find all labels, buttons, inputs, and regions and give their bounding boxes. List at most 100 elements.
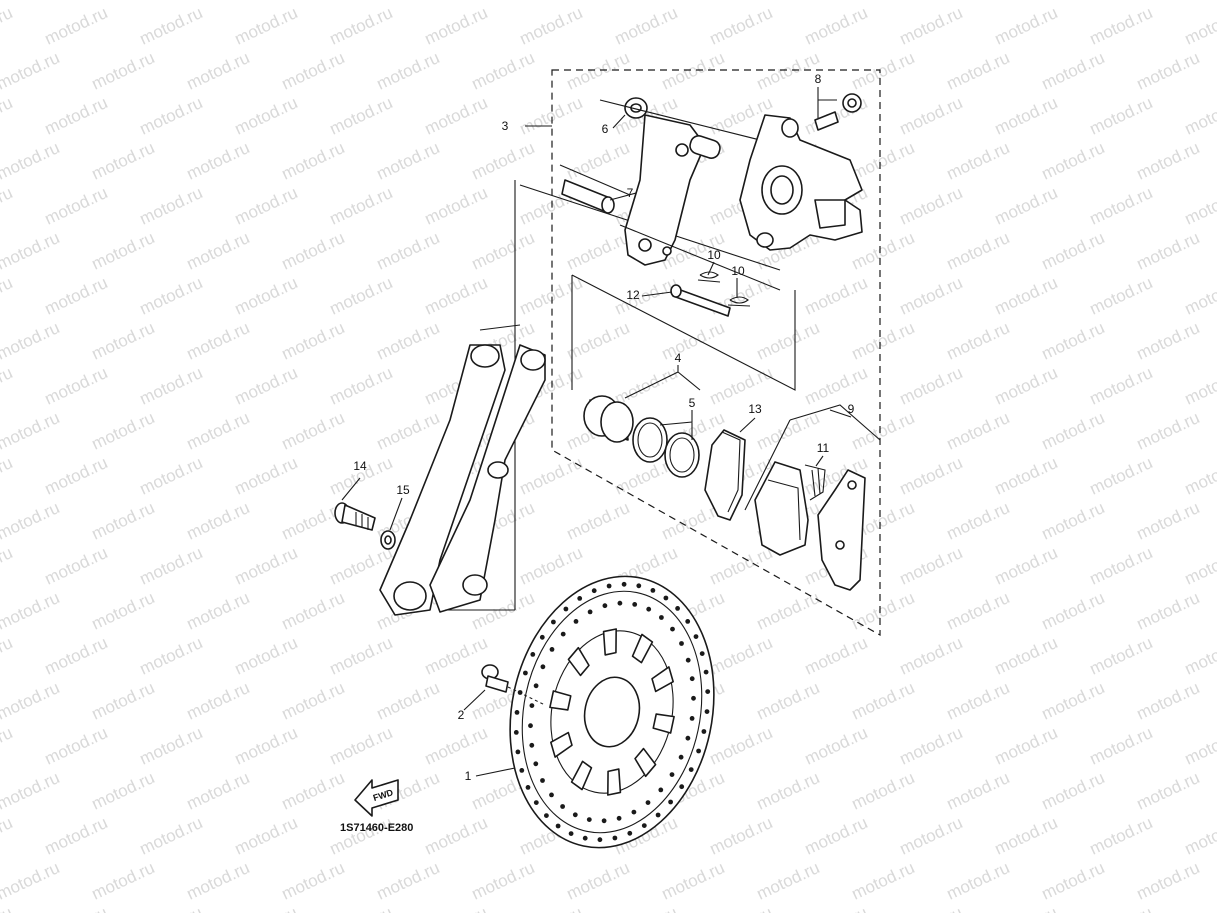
disc-drill-hole [685, 619, 691, 624]
watermark-text: motod.ru [1182, 273, 1217, 319]
watermark-text: motod.ru [469, 48, 538, 94]
watermark-text: motod.ru [1039, 768, 1108, 814]
watermark-text: motod.ru [42, 543, 111, 589]
watermark-text: motod.ru [137, 3, 206, 49]
watermark-text: motod.ru [374, 228, 443, 274]
watermark-text: motod.ru [849, 48, 918, 94]
watermark-text: motod.ru [564, 0, 633, 4]
watermark-text: motod.ru [754, 678, 823, 724]
watermark-text: motod.ru [1134, 498, 1203, 544]
watermark-text: motod.ru [0, 813, 15, 859]
callout-12: 12 [626, 288, 640, 302]
disc-drill-hole [699, 651, 705, 656]
watermark-text: motod.ru [279, 318, 348, 364]
watermark-text: motod.ru [374, 0, 443, 4]
watermark-text: motod.ru [184, 0, 253, 4]
watermark-text: motod.ru [184, 408, 253, 454]
disc-drill-hole [533, 761, 539, 767]
watermark-text: motod.ru [897, 273, 966, 319]
watermark-text: motod.ru [802, 903, 871, 913]
disc-drill-hole [621, 581, 627, 587]
watermark-text: motod.ru [564, 498, 633, 544]
watermark-text: motod.ru [1182, 93, 1217, 139]
watermark-text: motod.ru [659, 0, 728, 4]
watermark-text: motod.ru [849, 228, 918, 274]
watermark-text: motod.ru [707, 363, 776, 409]
disc-drill-hole [646, 606, 652, 612]
watermark-text: motod.ru [897, 813, 966, 859]
watermark-text: motod.ru [89, 408, 158, 454]
watermark-text: motod.ru [1039, 408, 1108, 454]
watermark-text: motod.ru [184, 318, 253, 364]
callout-4: 4 [675, 351, 682, 365]
watermark-text: motod.ru [327, 633, 396, 679]
watermark-text: motod.ru [992, 543, 1061, 589]
watermark-text: motod.ru [137, 813, 206, 859]
watermark-text: motod.ru [659, 48, 728, 94]
watermark-text: motod.ru [0, 543, 15, 589]
disc-drill-hole [641, 823, 647, 828]
disc-drill-hole [514, 710, 520, 715]
watermark-text: motod.ru [1182, 3, 1217, 49]
watermark-text: motod.ru [232, 813, 301, 859]
disc-drill-hole [645, 800, 651, 805]
disc-drill-hole [685, 735, 691, 741]
watermark-text: motod.ru [42, 3, 111, 49]
watermark-text: motod.ru [0, 273, 15, 319]
watermark-text: motod.ru [1134, 138, 1203, 184]
watermark-text: motod.ru [374, 48, 443, 94]
watermark-text: motod.ru [184, 138, 253, 184]
watermark-text: motod.ru [327, 3, 396, 49]
watermark-text: motod.ru [849, 318, 918, 364]
watermark-text: motod.ru [89, 498, 158, 544]
disc-drill-hole [632, 602, 638, 607]
watermark-text: motod.ru [802, 813, 871, 859]
watermark-text: motod.ru [564, 48, 633, 94]
watermark-text: motod.ru [137, 633, 206, 679]
watermark-text: motod.ru [564, 138, 633, 184]
watermark-text: motod.ru [992, 93, 1061, 139]
watermark-text: motod.ru [517, 3, 586, 49]
watermark-text: motod.ru [0, 633, 15, 679]
watermark-text: motod.ru [89, 138, 158, 184]
watermark-text: motod.ru [232, 903, 301, 913]
watermark-text: motod.ru [0, 408, 62, 454]
fork-leg [379, 180, 781, 616]
disc-drill-hole [586, 817, 592, 822]
disc-drill-hole [704, 709, 710, 714]
watermark-text: motod.ru [422, 3, 491, 49]
disc-drill-hole [691, 695, 696, 701]
watermark-text: motod.ru [897, 453, 966, 499]
watermark-text: motod.ru [374, 318, 443, 364]
disc-drill-hole [529, 703, 535, 708]
watermark-text: motod.ru [1087, 93, 1156, 139]
disc-drill-hole [663, 595, 669, 601]
watermark-text: motod.ru [1182, 183, 1217, 229]
watermark-text: motod.ru [897, 903, 966, 913]
watermark-text: motod.ru [279, 768, 348, 814]
watermark-text: motod.ru [327, 273, 396, 319]
watermark-text: motod.ru [89, 588, 158, 634]
disc-drill-hole [513, 730, 519, 735]
watermark-text: motod.ru [754, 858, 823, 904]
disc-drill-hole [612, 835, 618, 841]
disc-slot [549, 690, 572, 711]
watermark-text: motod.ru [1134, 0, 1203, 4]
washer [380, 530, 396, 550]
disc-drill-hole [560, 804, 565, 809]
watermark-text: motod.ru [422, 903, 491, 913]
watermark-text: motod.ru [0, 858, 62, 904]
watermark-text: motod.ru [374, 678, 443, 724]
watermark-text: motod.ru [802, 363, 871, 409]
brake-disc [509, 575, 715, 849]
callout-10b: 10 [731, 264, 745, 278]
watermark-text: motod.ru [897, 183, 966, 229]
disc-drill-hole [523, 670, 528, 676]
watermark-text: motod.ru [1182, 363, 1217, 409]
callout-11: 11 [817, 441, 830, 455]
watermark-text: motod.ru [469, 228, 538, 274]
watermark-text: motod.ru [42, 363, 111, 409]
watermark-text: motod.ru [0, 3, 15, 49]
watermark-text: motod.ru [849, 768, 918, 814]
watermark-text: motod.ru [1134, 678, 1203, 724]
